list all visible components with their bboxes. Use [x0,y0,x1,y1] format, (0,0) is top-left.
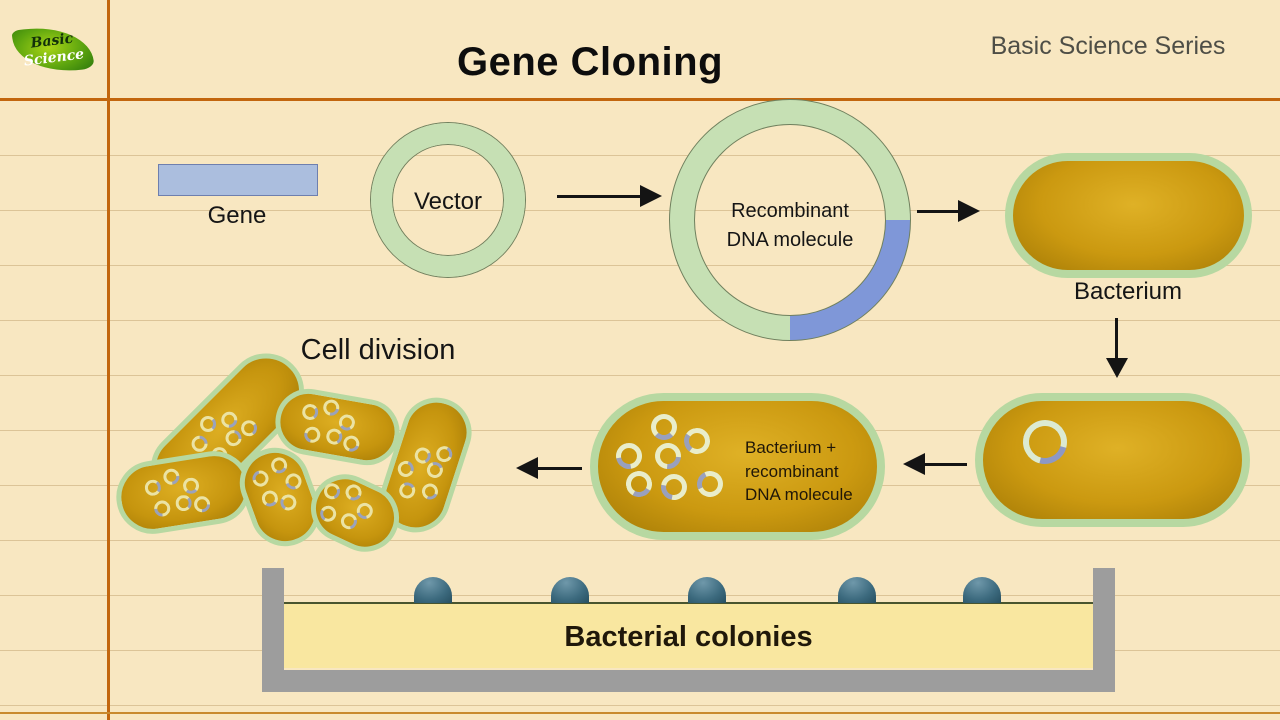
plasmid-ring [300,423,323,446]
plasmid-ring [198,416,216,433]
plasmid-ring [655,468,693,506]
bacterial-colony-dome [963,577,1001,603]
plasmid-ring [610,437,648,475]
bacterial-colony-dome [688,577,726,603]
plasmid-ring [249,467,272,490]
agar-medium [284,602,1093,668]
plasmid-ring [318,504,338,524]
tray-left-wall [262,568,284,692]
page-title: Gene Cloning [457,40,723,84]
plasmid-ring [339,432,361,455]
plasmid-ring [159,464,182,488]
plasmid-ring [321,480,343,502]
bacterial-colony-dome [551,577,589,603]
bacterium-shape [1005,153,1252,278]
plasmid-ring [424,459,446,481]
cell-division-label: Cell division [300,334,456,366]
plasmid-ring [268,455,290,476]
footer-line [0,712,1280,714]
plasmid-ring [299,402,319,422]
tray-right-wall [1093,568,1115,692]
transformed-label-line3: DNA molecule [745,485,853,504]
plasmid-ring [181,476,199,494]
plasmid-ring [189,492,213,515]
bacterial-colony-dome [414,577,452,603]
recombinant-label-line1: Recombinant [731,200,849,222]
plasmid-ring [649,437,687,475]
plasmid-ring [282,470,305,493]
recombinant-label: Recombinant DNA molecule [695,197,885,255]
plasmid-ring [343,482,364,503]
plasmid-ring [419,481,441,502]
plasmid-ring [623,468,655,500]
plasmid-ring [651,414,677,440]
gene-shape [158,164,318,196]
transformed-label-line1: Bacterium + [745,438,837,457]
plasmid-ring [278,492,299,513]
recombinant-plasmid-shape [669,99,911,341]
notebook-margin-line [107,0,110,720]
plasmid-ring [149,496,173,519]
recombinant-label-line2: DNA molecule [726,229,854,251]
plasmid-ring [681,425,713,457]
plasmid-ring [260,489,280,509]
plasmid-ring [1014,411,1076,473]
transformed-bacterium-shape: Bacterium + recombinant DNA molecule [590,393,885,540]
plasmid-ring [395,458,417,480]
gene-label: Gene [207,202,267,229]
plasmid-ring [319,396,342,419]
plasmid-ring [397,480,418,501]
tray-bottom [262,670,1115,692]
plasmid-ring [142,477,161,496]
plasmid-ring [693,467,727,501]
plasmid-ring [174,494,191,511]
transformed-label: Bacterium + recombinant DNA molecule [745,436,880,507]
plasmid-ring [434,444,455,465]
vector-label: Vector [413,188,483,215]
transformed-label-line2: recombinant [745,461,839,481]
header-divider-line [0,98,1280,101]
bacterium-label: Bacterium [1073,278,1183,305]
series-label: Basic Science Series [990,32,1226,60]
plasmid-ring [217,408,240,432]
basic-science-leaf-logo: Basic Science [11,21,95,78]
bacterium-with-plasmid-shape [975,393,1250,527]
colonies-label: Bacterial colonies [564,621,813,653]
bacterial-colony-dome [838,577,876,603]
plasmid-ring [238,419,258,438]
plasmid-ring [323,426,344,447]
